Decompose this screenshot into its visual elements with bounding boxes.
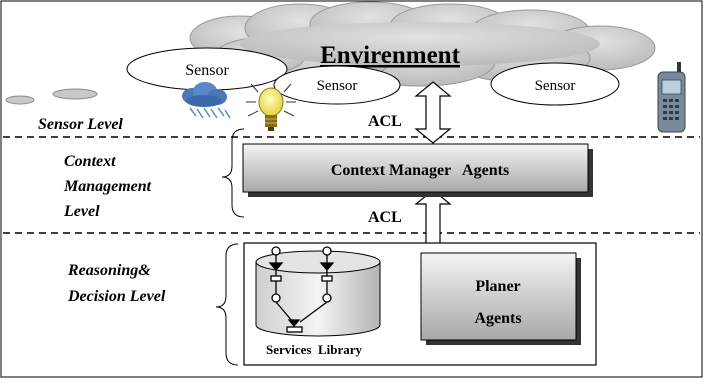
context-manager-label: Context Manager Agents [331,162,509,179]
planer-agents-label-2: Agents [474,310,521,327]
context-level-brace [221,128,245,218]
mobile-phone-icon [657,62,686,133]
planer-agents-box [420,252,577,341]
reasoning-level-brace [215,243,239,366]
light-bulb-icon [246,83,296,131]
sensor-ellipse-2 [273,65,401,105]
context-manager-box [242,143,589,193]
sensor-label-3: Sensor [535,78,576,94]
acl-label-top: ACL [368,113,402,130]
workflow-icon [268,246,335,333]
context-level-label-3: Level [63,203,100,220]
environment-cloud [5,1,656,105]
sensor-label-1: Sensor [185,62,229,79]
reasoning-level-label-1: Reasoning& [67,262,151,279]
environment-title: Envirenment [320,42,460,69]
rain-cloud-icon [182,82,231,119]
sensor-level-label: Sensor Level [38,116,123,133]
acl-label-bottom: ACL [368,209,402,226]
services-library-label: Services Library [266,342,363,357]
planer-agents-label-1: Planer [475,278,520,295]
acl-arrow-top [414,81,452,144]
context-level-label-2: Management [63,178,152,195]
sensor-label-2: Sensor [317,78,358,94]
context-level-label-1: Context [64,153,116,170]
sensor-ellipse-3 [490,62,620,106]
services-library-cylinder [255,250,381,337]
reasoning-level-label-2: Decision Level [67,288,166,305]
